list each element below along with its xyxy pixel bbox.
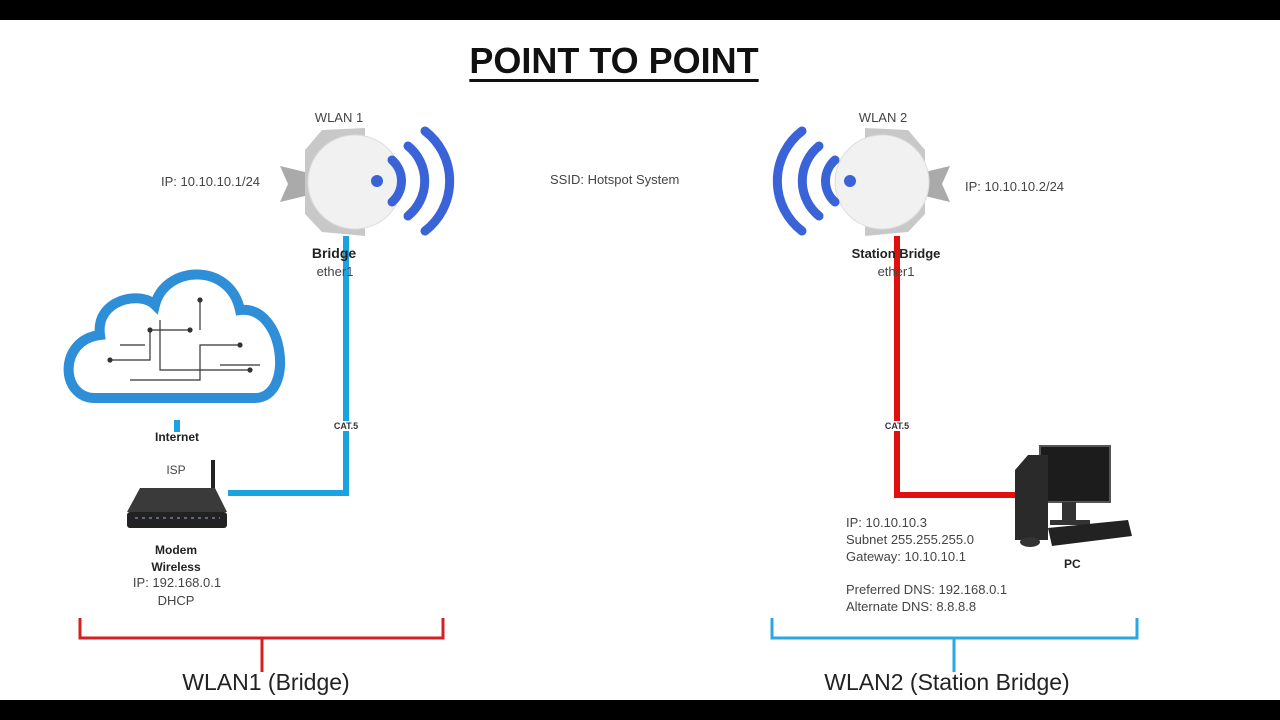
isp-label: ISP xyxy=(166,463,186,477)
wlan2-label: WLAN 2 xyxy=(858,110,908,125)
wifi-signal-icon-wlan1 xyxy=(371,126,455,236)
page-title: POINT TO POINT xyxy=(469,40,759,81)
pc-subnet: Subnet 255.255.255.0 xyxy=(846,532,974,547)
letterbox-top xyxy=(0,0,1280,20)
wlan2-mode: Station Bridge xyxy=(851,246,941,261)
pc-computer-icon xyxy=(1015,445,1132,547)
modem-name-line1: Modem xyxy=(155,543,197,557)
wlan1-antenna-icon xyxy=(280,128,403,236)
internet-cloud-icon xyxy=(63,269,286,403)
wlan2-ip: IP: 10.10.10.2/24 xyxy=(965,179,1065,194)
wlan2-antenna-icon xyxy=(834,128,950,236)
group-label-wlan2: WLAN2 (Station Bridge) xyxy=(824,669,1070,695)
modem-name-line2: Wireless xyxy=(151,560,201,574)
pc-alternate-dns: Alternate DNS: 8.8.8.8 xyxy=(846,599,977,614)
modem-ip: IP: 192.168.0.1 xyxy=(132,575,222,590)
pc-label: PC xyxy=(1064,557,1081,571)
bracket-wlan2 xyxy=(770,618,1139,672)
internet-label: Internet xyxy=(154,430,200,444)
wlan1-cable-label: CAT.5 xyxy=(333,421,359,431)
wifi-signal-icon-wlan2 xyxy=(772,126,856,236)
modem-router-icon xyxy=(127,460,227,528)
wlan2-port: ether1 xyxy=(877,264,915,279)
wlan1-label: WLAN 1 xyxy=(314,110,364,125)
letterbox-bottom xyxy=(0,700,1280,720)
ssid-label: SSID: Hotspot System xyxy=(550,172,680,187)
cable-wlan1 xyxy=(228,236,349,496)
pc-ip: IP: 10.10.10.3 xyxy=(846,515,927,530)
cable-wlan2 xyxy=(894,236,1015,498)
wlan1-port: ether1 xyxy=(316,264,354,279)
group-label-wlan1: WLAN1 (Bridge) xyxy=(182,669,350,695)
bracket-wlan1 xyxy=(78,618,445,672)
wlan2-cable-label: CAT.5 xyxy=(884,421,910,431)
pc-gateway: Gateway: 10.10.10.1 xyxy=(846,549,966,564)
modem-dhcp: DHCP xyxy=(157,593,195,608)
wlan1-mode: Bridge xyxy=(311,245,357,261)
wlan1-ip: IP: 10.10.10.1/24 xyxy=(161,174,261,189)
pc-preferred-dns: Preferred DNS: 192.168.0.1 xyxy=(846,582,1008,597)
